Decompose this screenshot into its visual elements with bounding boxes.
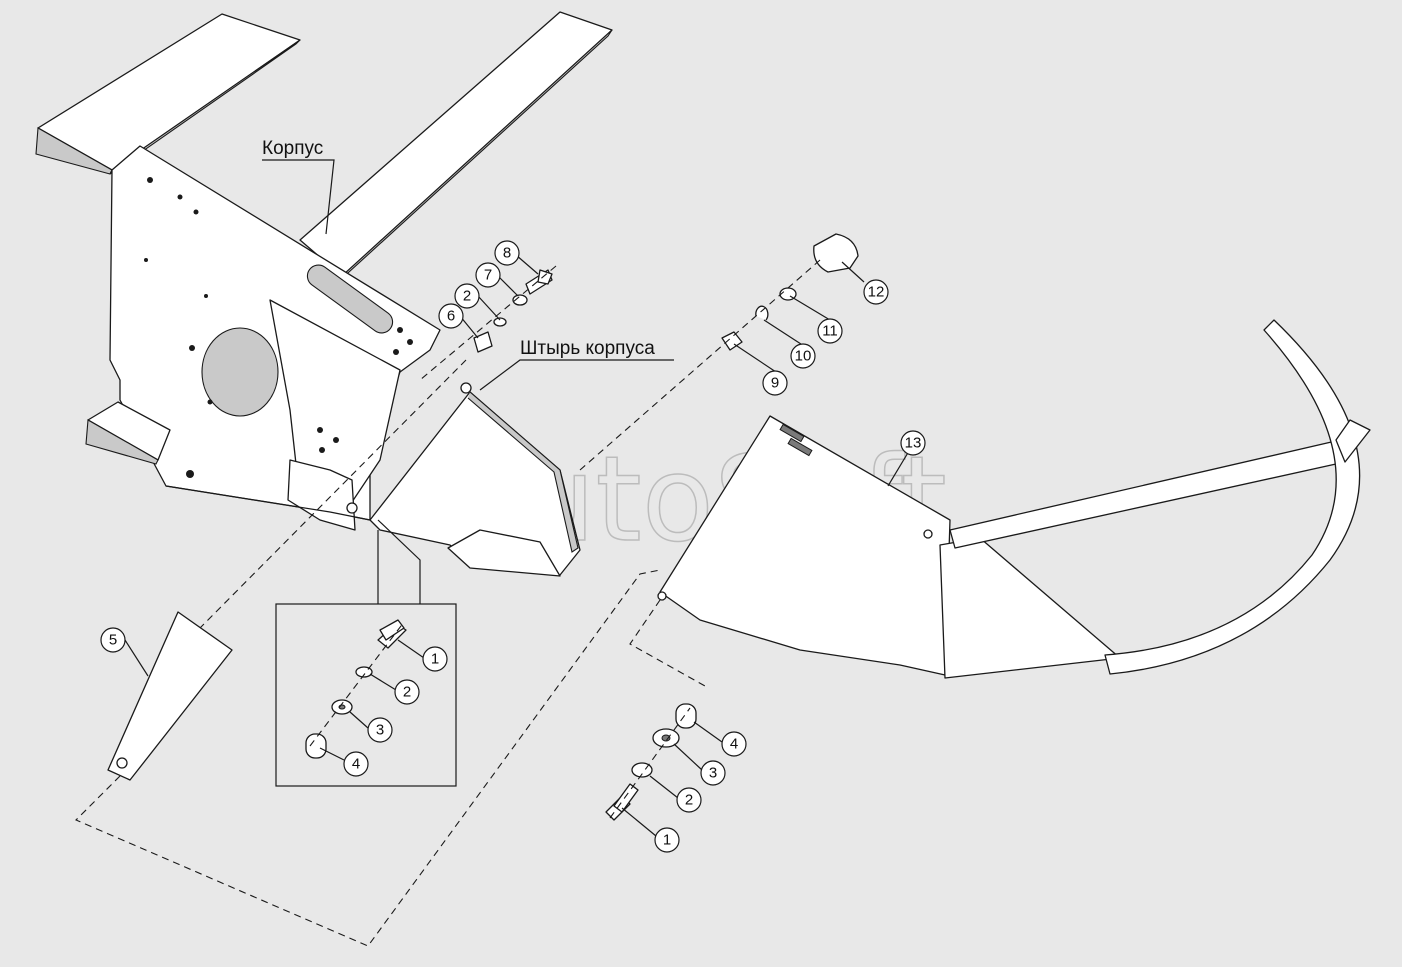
callout-9: 9 (762, 370, 788, 396)
svg-text:1: 1 (431, 651, 439, 668)
svg-text:8: 8 (503, 245, 511, 262)
callout-4-inset: 4 (343, 751, 369, 777)
svg-text:9: 9 (771, 375, 779, 392)
svg-text:5: 5 (109, 632, 117, 649)
hoop-frame (657, 319, 1371, 679)
svg-text:3: 3 (709, 765, 717, 782)
callout-2-upper: 2 (454, 283, 480, 309)
svg-text:7: 7 (484, 267, 492, 284)
callout-2-inset: 2 (394, 679, 420, 705)
callout-8: 8 (494, 240, 520, 266)
callout-4-right: 4 (721, 731, 747, 757)
svg-text:13: 13 (905, 435, 922, 452)
svg-text:11: 11 (822, 323, 838, 340)
callout-13: 13 (900, 430, 926, 456)
svg-text:2: 2 (403, 684, 411, 701)
bracket-part-5 (107, 611, 233, 781)
svg-text:1: 1 (663, 832, 671, 849)
svg-text:3: 3 (376, 722, 384, 739)
callout-1-right: 1 (654, 827, 680, 853)
svg-text:4: 4 (730, 736, 738, 753)
callout-5: 5 (100, 627, 126, 653)
assembly-lines (75, 259, 821, 947)
callout-12: 12 (863, 279, 889, 305)
hardware-set-knob (721, 233, 859, 351)
svg-text:6: 6 (447, 308, 455, 325)
svg-text:2: 2 (463, 288, 471, 305)
svg-text:10: 10 (795, 348, 812, 365)
housing-assembly (35, 11, 613, 531)
callout-6: 6 (438, 303, 464, 329)
callout-3-inset: 3 (367, 717, 393, 743)
detail-inset (275, 519, 457, 787)
svg-text:12: 12 (868, 284, 885, 301)
housing-pin-label: Штырь корпуса (520, 338, 655, 359)
svg-text:4: 4 (352, 756, 360, 773)
svg-text:2: 2 (685, 792, 693, 809)
callout-10: 10 (790, 343, 816, 369)
callout-2-right: 2 (676, 787, 702, 813)
callout-3-right: 3 (700, 760, 726, 786)
housing-label: Корпус (262, 138, 323, 159)
callout-1-inset: 1 (422, 646, 448, 672)
callout-7: 7 (475, 262, 501, 288)
hardware-set-upper (473, 269, 553, 353)
funnel-shield (369, 382, 581, 577)
callout-11: 11 (817, 318, 843, 344)
